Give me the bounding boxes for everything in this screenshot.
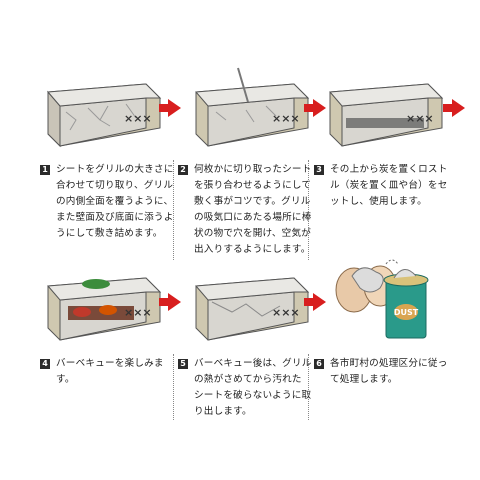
arrow-right-icon <box>304 293 326 311</box>
grill-marks: ××× <box>406 112 434 125</box>
divider <box>308 354 309 420</box>
step-2: 2 何枚かに切り取ったシート を張り合わせるようにして 敷く事がコツです。グリル… <box>178 162 318 258</box>
grill-illustration-5: ××× <box>194 277 310 341</box>
step-text: シートをグリルの大きさに 合わせて切り取り、グリル の内側全面を覆うように、 ま… <box>56 164 174 239</box>
step-number: 4 <box>40 359 50 369</box>
grill-illustration-3: ××× <box>328 83 444 147</box>
step-number: 5 <box>178 359 188 369</box>
step-number: 2 <box>178 165 188 175</box>
step-text: 何枚かに切り取ったシート を張り合わせるようにして 敷く事がコツです。グリル の… <box>194 164 312 255</box>
arrow-right-icon <box>304 99 326 117</box>
trash-bin-illustration: DUST <box>335 259 429 339</box>
step-number: 6 <box>314 359 324 369</box>
grill-marks: ××× <box>272 112 300 125</box>
step-text: その上から炭を置くロスト ル（炭を置く皿や台）をセ ットし、使用します。 <box>330 164 448 207</box>
step-number: 1 <box>40 165 50 175</box>
step-5: 5 バーベキュー後は、グリル の熱がさめてから汚れた シートを破らないように取 … <box>178 356 318 420</box>
step-3: 3 その上から炭を置くロスト ル（炭を置く皿や台）をセ ットし、使用します。 <box>314 162 454 210</box>
step-number: 3 <box>314 165 324 175</box>
step-1: 1 シートをグリルの大きさに 合わせて切り取り、グリル の内側全面を覆うように、… <box>40 162 180 242</box>
arrow-right-icon <box>159 293 181 311</box>
grill-illustration-4: ××× <box>46 277 162 341</box>
bin-label: DUST <box>394 308 419 317</box>
step-text: バーベキューを楽しみま す。 <box>56 358 164 385</box>
grill-marks: ××× <box>272 306 300 319</box>
arrow-right-icon <box>159 99 181 117</box>
grill-illustration-2: ××× <box>194 67 310 147</box>
grill-marks: ××× <box>124 306 152 319</box>
divider <box>173 354 174 420</box>
step-4: 4 バーベキューを楽しみま す。 <box>40 356 180 388</box>
divider <box>173 160 174 260</box>
grill-illustration-1: ××× <box>46 83 162 148</box>
step-text: バーベキュー後は、グリル の熱がさめてから汚れた シートを破らないように取 り出… <box>194 358 312 417</box>
step-6: 6 各市町村の処理区分に従っ て処理します。 <box>314 356 454 388</box>
step-text: 各市町村の処理区分に従っ て処理します。 <box>330 358 448 385</box>
arrow-right-icon <box>443 99 465 117</box>
divider <box>308 160 309 260</box>
grill-marks: ××× <box>124 112 152 125</box>
